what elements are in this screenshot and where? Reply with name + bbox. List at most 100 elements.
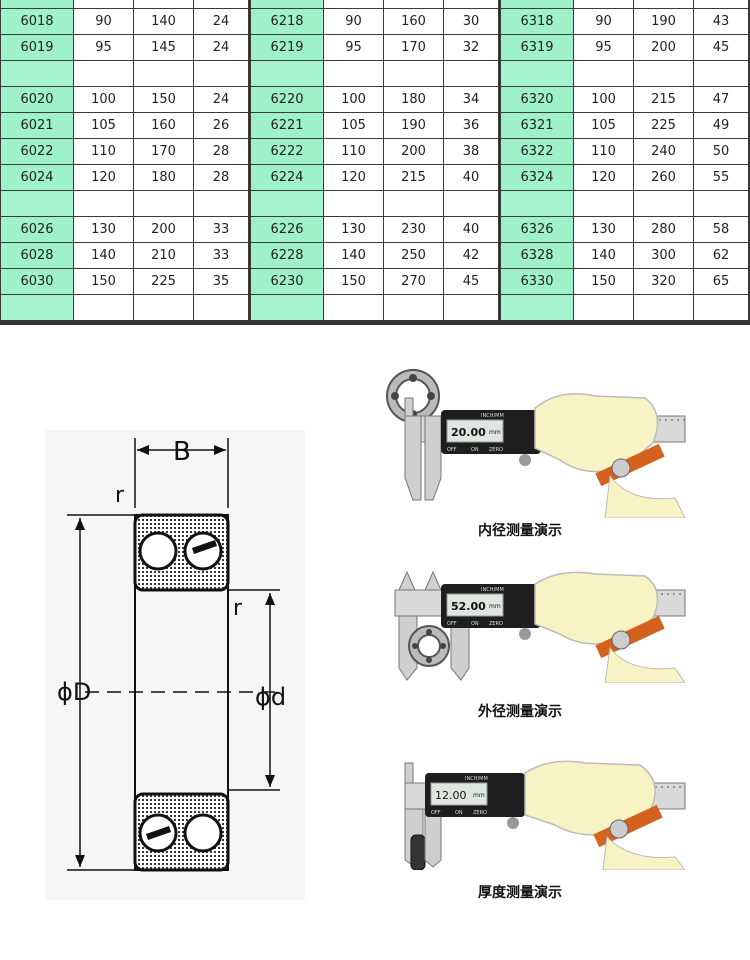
width-cell: 65	[693, 268, 749, 295]
bore-cell	[573, 294, 634, 321]
bore-cell: 110	[573, 138, 634, 165]
width-cell: 34	[443, 86, 499, 113]
width-cell: 28	[193, 164, 249, 191]
outer-diameter-cell: 300	[633, 242, 694, 269]
outer-diameter-cell	[383, 294, 444, 321]
width-cell: 38	[443, 138, 499, 165]
bore-cell	[323, 294, 384, 321]
model-cell: 6222	[250, 138, 324, 165]
mode-label: INCH/MM	[465, 776, 488, 782]
inner-diameter-demo: 20.00 mm INCH/MM OFF ON ZERO 内径测量演示	[385, 368, 695, 548]
outer-diameter-cell	[383, 190, 444, 217]
lcd-reading: 20.00	[451, 426, 486, 439]
on-button-label: ON	[471, 621, 479, 627]
table-row	[250, 294, 499, 321]
width-cell: 58	[693, 216, 749, 243]
model-cell: 6318	[500, 8, 574, 35]
caliper-outer-illustration: 52.00 mm INCH/MM OFF ON ZERO	[394, 570, 686, 683]
model-cell: 6321	[500, 112, 574, 139]
mode-label: INCH/MM	[481, 413, 504, 419]
outer-diameter-cell: 225	[633, 112, 694, 139]
width-cell: 49	[693, 112, 749, 139]
bore-cell: 130	[573, 216, 634, 243]
outer-diameter-cell: 170	[383, 34, 444, 61]
bore-cell: 105	[323, 112, 384, 139]
model-cell: 6328	[500, 242, 574, 269]
thickness-caption: 厚度测量演示	[478, 885, 562, 901]
width-cell	[443, 294, 499, 321]
lcd-unit: mm	[489, 603, 501, 610]
outer-diameter-cell: 280	[633, 216, 694, 243]
outer-diameter-cell: 270	[383, 268, 444, 295]
bore-cell: 90	[73, 8, 134, 35]
width-label-b: B	[173, 437, 191, 467]
width-cell: 24	[193, 34, 249, 61]
bore-cell: 150	[573, 268, 634, 295]
radius-label-top: r	[115, 483, 125, 508]
outer-diameter-cell: 180	[633, 0, 694, 9]
bearing-cross-section-drawing: B r ϕD r ϕd	[45, 430, 305, 900]
table-row	[500, 294, 749, 321]
width-cell: 42	[443, 242, 499, 269]
model-cell: 6224	[250, 164, 324, 191]
bore-cell	[573, 60, 634, 87]
bore-cell	[73, 294, 134, 321]
zero-button-label: ZERO	[489, 621, 503, 627]
outer-diameter-cell: 160	[133, 112, 194, 139]
model-cell	[250, 60, 324, 87]
off-button-label: OFF	[447, 447, 457, 453]
outer-diameter-cell: 225	[133, 268, 194, 295]
model-cell: 6228	[250, 242, 324, 269]
outer-diameter-cell: 170	[133, 138, 194, 165]
model-cell	[500, 60, 574, 87]
table-row	[0, 60, 249, 87]
series-62-group: 6217851502862189016030621995170326220100…	[250, 0, 499, 321]
bore-cell: 100	[73, 86, 134, 113]
table-row: 63178518041	[500, 0, 749, 9]
model-cell: 6022	[0, 138, 74, 165]
model-cell: 6019	[0, 34, 74, 61]
zero-button-label: ZERO	[473, 810, 487, 816]
lcd-unit: mm	[473, 792, 485, 799]
table-row	[250, 190, 499, 217]
bore-cell: 150	[323, 268, 384, 295]
width-cell: 32	[443, 34, 499, 61]
outer-diameter-cell: 215	[383, 164, 444, 191]
outer-diameter-cell: 200	[633, 34, 694, 61]
model-cell: 6324	[500, 164, 574, 191]
bore-cell: 90	[573, 8, 634, 35]
bore-cell	[73, 190, 134, 217]
model-cell: 6021	[0, 112, 74, 139]
lcd-reading: 12.00	[435, 789, 467, 802]
model-cell: 6221	[250, 112, 324, 139]
model-cell: 6330	[500, 268, 574, 295]
outer-diameter-cell	[133, 294, 194, 321]
table-row	[0, 190, 249, 217]
outer-diameter-cell: 190	[633, 8, 694, 35]
outer-diameter-cell	[633, 60, 694, 87]
table-row: 60178513022	[0, 0, 249, 9]
width-cell: 40	[443, 164, 499, 191]
model-cell	[250, 294, 324, 321]
outer-diameter-cell: 190	[383, 112, 444, 139]
bore-cell	[573, 190, 634, 217]
model-cell: 6217	[250, 0, 324, 9]
model-cell: 6026	[0, 216, 74, 243]
table-row	[500, 190, 749, 217]
outer-diameter-cell	[633, 294, 694, 321]
width-cell	[443, 190, 499, 217]
model-cell	[0, 60, 74, 87]
width-cell: 47	[693, 86, 749, 113]
